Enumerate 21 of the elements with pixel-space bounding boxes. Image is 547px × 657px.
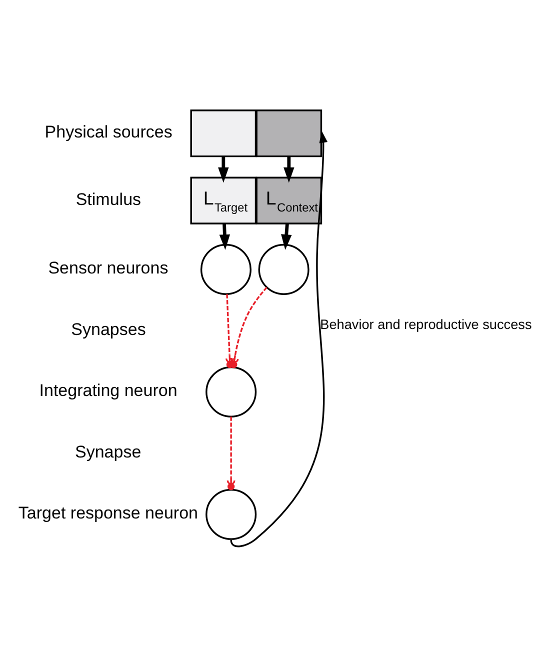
node-box [256,110,322,158]
node-box: L$_{Target}$ [190,176,257,224]
label: Target response neuron [18,504,198,523]
edge-label: Behavior and reproductive success [320,316,532,332]
node-circle [200,244,252,295]
arrow [219,224,230,250]
node-box: L$_{Context}$ [256,176,322,224]
node-circle [258,244,310,295]
node-circle [206,366,257,418]
connector [226,416,236,490]
arrow [218,156,229,183]
arrow [284,156,294,183]
label: Stimulus [76,190,142,209]
label: Synapse [75,442,142,462]
label: Synapses [71,320,146,339]
node-circle [206,488,257,540]
arrow [281,224,292,250]
node-box [190,110,257,158]
label: Sensor neurons [48,258,168,278]
label: Physical sources [44,122,172,142]
label: Integrating neuron [39,381,178,400]
